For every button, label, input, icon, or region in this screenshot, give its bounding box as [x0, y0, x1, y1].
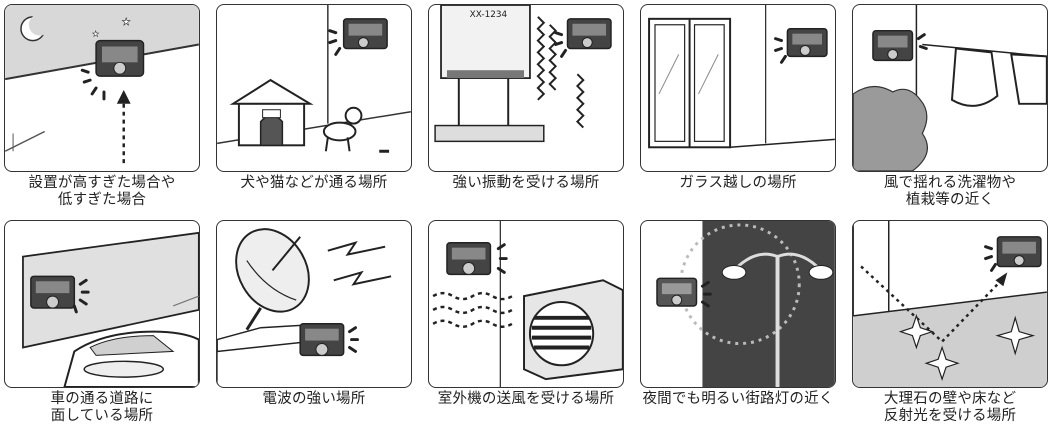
- panel-caption: 設置が高すぎた場合や 低すぎた場合: [28, 175, 176, 208]
- house-night-illustration: ★ ★: [5, 5, 199, 164]
- satellite-dish-illustration: [217, 228, 392, 387]
- panel-caption: ガラス越しの場所: [679, 175, 797, 191]
- svg-text:★: ★: [92, 30, 99, 39]
- panel-illustration: [216, 220, 412, 388]
- panel-caption: 夜間でも明るい街路灯の近く: [642, 391, 834, 407]
- panel-pets-passing: 犬や猫などが通る場所: [216, 4, 412, 192]
- panel-caption: 風で揺れる洗濯物や 植栽等の近く: [883, 175, 1017, 208]
- water-heater-illustration: XX-1234: [434, 5, 612, 143]
- panel-marble-reflection: 大理石の壁や床など 反射光を受ける場所: [852, 220, 1048, 425]
- panel-outdoor-unit-airflow: 室外機の送風を受ける場所: [428, 220, 624, 408]
- panel-caption: 強い振動を受ける場所: [452, 175, 600, 191]
- panel-illustration: [216, 4, 412, 172]
- panel-illustration: [4, 220, 200, 388]
- panel-illustration: [640, 220, 836, 388]
- panel-caption: 大理石の壁や床など 反射光を受ける場所: [883, 391, 1017, 424]
- glass-door-illustration: [648, 5, 835, 149]
- panel-laundry-plants: 風で揺れる洗濯物や 植栽等の近く: [852, 4, 1048, 209]
- panel-illustration: [852, 4, 1048, 172]
- street-light-illustration: [656, 221, 835, 387]
- panel-illustration: [640, 4, 836, 172]
- svg-text:★: ★: [122, 17, 131, 28]
- panel-caption: 車の通る道路に 面している場所: [50, 391, 154, 424]
- device-label: XX-1234: [470, 10, 508, 20]
- panel-illustration: ★ ★: [4, 4, 200, 172]
- doghouse-illustration: [217, 5, 411, 153]
- panel-strong-vibration: XX-1234 強い振動を受ける場所: [428, 4, 624, 192]
- outdoor-unit-illustration: [432, 221, 623, 387]
- panel-caption: 室外機の送風を受ける場所: [437, 391, 615, 407]
- panel-illustration: [852, 220, 1048, 388]
- panel-too-high-or-low: ★ ★ 設置が高すぎた場合や 低すぎた場合: [4, 4, 200, 209]
- panel-illustration: [428, 220, 624, 388]
- panel-strong-radio-waves: 電波の強い場所: [216, 220, 412, 408]
- laundry-illustration: [853, 5, 1047, 171]
- panel-caption: 電波の強い場所: [262, 391, 366, 407]
- road-car-illustration: [22, 231, 199, 387]
- panel-caption: 犬や猫などが通る場所: [240, 175, 388, 191]
- panel-road-facing: 車の通る道路に 面している場所: [4, 220, 200, 425]
- panel-through-glass: ガラス越しの場所: [640, 4, 836, 192]
- panel-street-light: 夜間でも明るい街路灯の近く: [640, 220, 836, 408]
- panel-illustration: XX-1234: [428, 4, 624, 172]
- marble-floor-illustration: [853, 221, 1047, 387]
